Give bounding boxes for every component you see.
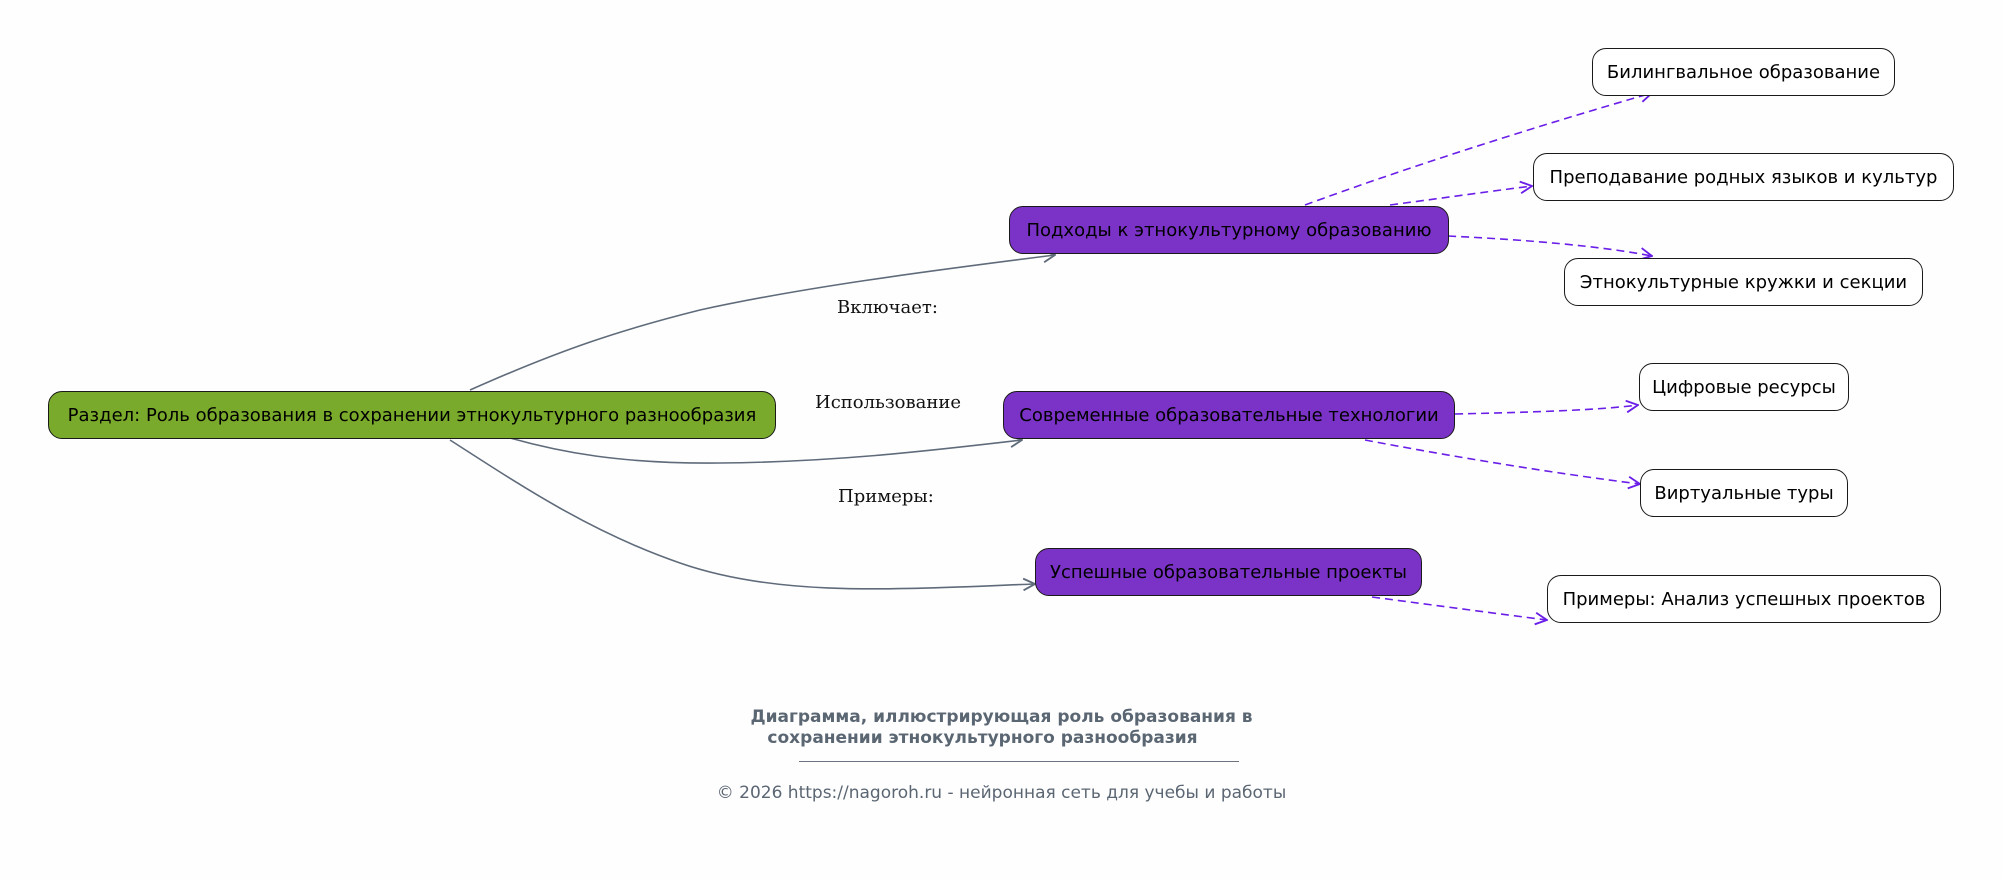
caption-line-2: сохранении этнокультурного разнообразия — [767, 728, 1198, 748]
leaf-node-native-languages: Преподавание родных языков и культур — [1533, 153, 1954, 201]
category-label: Подходы к этнокультурному образованию — [1026, 219, 1432, 241]
leaf-node-digital-resources: Цифровые ресурсы — [1639, 363, 1849, 411]
leaf-node-virtual-tours: Виртуальные туры — [1640, 469, 1848, 517]
edge-approaches-to-bilingual — [1304, 93, 1652, 206]
edge-label-examples: Примеры: — [838, 486, 934, 507]
edge-projects-to-examples — [1371, 596, 1547, 620]
edge-approaches-to-clubs — [1447, 235, 1652, 256]
leaf-label: Преподавание родных языков и культур — [1549, 166, 1938, 188]
edge-label-includes: Включает: — [837, 297, 938, 318]
edge-root-to-approaches — [469, 255, 1055, 391]
edge-root-to-projects — [449, 439, 1035, 589]
edge-technologies-to-digital — [1454, 405, 1638, 415]
leaf-node-ethnocultural-clubs: Этнокультурные кружки и секции — [1564, 258, 1923, 306]
edge-technologies-to-virtual-tours — [1364, 439, 1640, 484]
leaf-node-project-analysis: Примеры: Анализ успешных проектов — [1547, 575, 1941, 623]
category-node-technologies: Современные образовательные технологии — [1003, 391, 1455, 439]
root-node-label: Раздел: Роль образования в сохранении эт… — [67, 404, 757, 426]
footer-copyright: © 2026 https://nagoroh.ru - нейронная се… — [716, 783, 1287, 803]
edge-approaches-to-native-languages — [1389, 186, 1532, 206]
category-label: Современные образовательные технологии — [1019, 404, 1439, 426]
leaf-node-bilingual: Билингвальное образование — [1592, 48, 1895, 96]
diagram-caption: Диаграмма, иллюстрирующая роль образован… — [0, 707, 2003, 749]
caption-line-1: Диаграмма, иллюстрирующая роль образован… — [750, 707, 1253, 727]
root-node: Раздел: Роль образования в сохранении эт… — [48, 391, 776, 439]
caption-divider — [799, 761, 1239, 762]
category-label: Успешные образовательные проекты — [1049, 561, 1408, 583]
leaf-label: Цифровые ресурсы — [1652, 376, 1836, 398]
edge-label-usage: Использование — [815, 392, 962, 413]
leaf-label: Билингвальное образование — [1606, 61, 1881, 83]
leaf-label: Виртуальные туры — [1654, 482, 1834, 504]
category-node-projects: Успешные образовательные проекты — [1035, 548, 1422, 596]
leaf-label: Этнокультурные кружки и секции — [1579, 271, 1908, 293]
category-node-approaches: Подходы к этнокультурному образованию — [1009, 206, 1449, 254]
leaf-label: Примеры: Анализ успешных проектов — [1562, 588, 1926, 610]
edge-root-to-technologies — [509, 438, 1022, 464]
